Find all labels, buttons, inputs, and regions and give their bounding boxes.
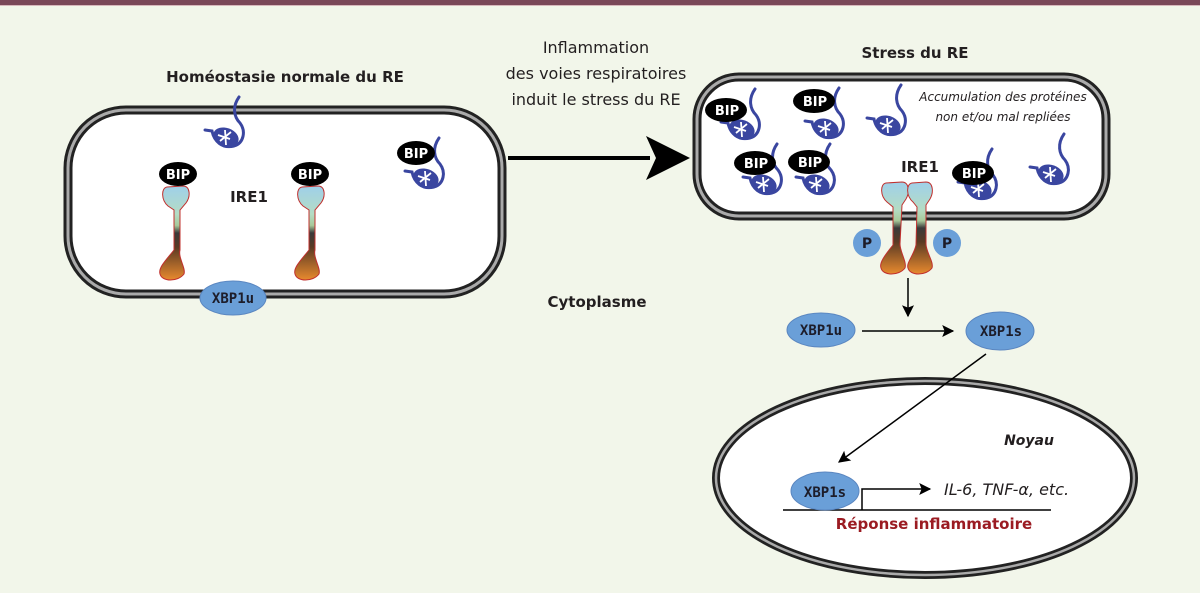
bip-chaperone: BIP (397, 141, 435, 165)
ire1-label: IRE1 (230, 188, 268, 206)
svg-text:BIP: BIP (298, 168, 322, 183)
xbp1s-bound: XBP1s (790, 471, 860, 511)
svg-text:XBP1s: XBP1s (980, 324, 1022, 340)
er-membrane-normal (63, 105, 507, 299)
bip-chaperone: BIP (705, 98, 747, 122)
transition-arrow (508, 136, 690, 180)
bip-chaperone: BIP (291, 162, 329, 186)
transition-caption: Inflammation des voies respiratoires ind… (506, 38, 687, 109)
ire1-receptor (159, 185, 190, 281)
translocation-arrow (838, 353, 987, 463)
bip-chaperone: BIP (952, 161, 994, 185)
ire1-receptor (294, 185, 325, 281)
target-genes-label: IL-6, TNF-α, etc. (944, 480, 1069, 499)
svg-text:BIP: BIP (962, 167, 986, 182)
svg-text:P: P (862, 236, 872, 252)
cytoplasm-label: Cytoplasme (548, 293, 647, 311)
top-border-line (0, 5, 1200, 6)
svg-text:BIP: BIP (715, 104, 739, 119)
ire1-dimer (880, 181, 933, 275)
svg-text:induit le stress du RE: induit le stress du RE (511, 90, 680, 109)
svg-text:BIP: BIP (744, 157, 768, 172)
nucleus-label: Noyau (1004, 433, 1054, 449)
svg-text:P: P (942, 236, 952, 252)
phosphate-group: P (933, 229, 961, 257)
xbp1u-molecule: XBP1u (786, 312, 856, 348)
bip-chaperone: BIP (159, 162, 197, 186)
inflammatory-response-label: Réponse inflammatoire (836, 515, 1032, 533)
svg-text:Accumulation des protéines: Accumulation des protéines (918, 90, 1086, 104)
nucleus-envelope (712, 377, 1138, 579)
phosphate-group: P (853, 229, 881, 257)
bip-chaperone: BIP (793, 89, 835, 113)
misfolded-protein-note: Accumulation des protéines non et/ou mal… (918, 90, 1086, 124)
svg-text:BIP: BIP (803, 95, 827, 110)
svg-text:Inflammation: Inflammation (543, 38, 649, 57)
ire1-label: IRE1 (901, 158, 939, 176)
xbp1u-molecule: XBP1u (199, 280, 267, 316)
right-panel-title: Stress du RE (861, 44, 968, 62)
svg-text:XBP1s: XBP1s (804, 485, 846, 501)
svg-text:BIP: BIP (166, 168, 190, 183)
svg-text:BIP: BIP (798, 156, 822, 171)
top-border-bar (0, 0, 1200, 5)
svg-text:des voies respiratoires: des voies respiratoires (506, 64, 687, 83)
xbp1s-molecule: XBP1s (965, 311, 1035, 351)
bip-chaperone: BIP (734, 151, 776, 175)
svg-text:XBP1u: XBP1u (212, 291, 254, 307)
svg-text:BIP: BIP (404, 147, 428, 162)
bip-chaperone: BIP (788, 150, 830, 174)
svg-text:non et/ou mal repliées: non et/ou mal repliées (935, 110, 1070, 124)
transcription-arrow (861, 483, 932, 510)
svg-text:XBP1u: XBP1u (800, 323, 842, 339)
left-panel-title: Homéostasie normale du RE (166, 68, 404, 86)
